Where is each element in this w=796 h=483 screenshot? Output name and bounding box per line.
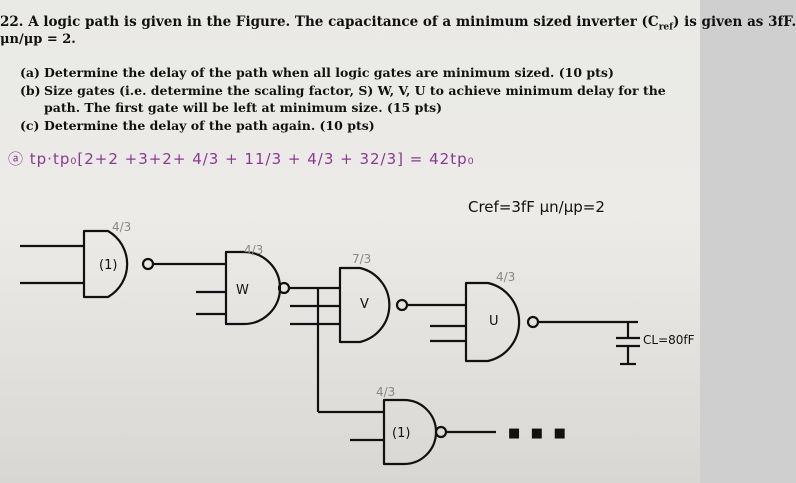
pencil-note-v: 7/3 <box>352 252 372 266</box>
pencil-note-w: 4/3 <box>244 243 264 257</box>
inversion-bubble <box>141 257 155 271</box>
question-number: 22. <box>0 14 24 30</box>
part-b-text: Size gates (i.e. determine the scaling f… <box>44 82 666 116</box>
part-c-text: Determine the delay of the path again. (… <box>44 117 375 133</box>
cref-subscript: ref <box>658 22 674 33</box>
pencil-note-g5: 4/3 <box>376 385 396 399</box>
gate-v-label: V <box>360 297 369 312</box>
part-b: (b) Size gates (i.e. determine the scali… <box>20 82 692 117</box>
part-a: (a) Determine the delay of the path when… <box>20 64 692 82</box>
nand-gate-w <box>224 250 282 326</box>
pencil-note-g1: 4/3 <box>112 220 132 234</box>
gate-u-label: U <box>489 314 499 329</box>
gate-w-label: W <box>236 283 249 298</box>
inversion-bubble <box>395 298 409 312</box>
cref-label: Cref=3fF μn/μp=2 <box>468 198 605 216</box>
mobility-ratio: μn/μp = 2. <box>0 32 76 47</box>
continuation-dots: ■ ■ ■ <box>508 426 569 441</box>
nand-gate-v <box>338 266 391 344</box>
inversion-bubble <box>526 315 540 329</box>
question-parts: (a) Determine the delay of the path when… <box>20 64 692 134</box>
part-a-text: Determine the delay of the path when all… <box>44 65 614 80</box>
load-capacitance-label: CL=80fF <box>643 333 695 347</box>
logic-path-figure <box>20 229 640 466</box>
question-title-end: ) is given as 3fF. <box>673 14 796 30</box>
nand-gate-u <box>464 281 521 363</box>
pencil-note-u: 4/3 <box>496 270 516 284</box>
part-a-tag: (a) <box>20 65 40 80</box>
inversion-bubble <box>434 425 448 439</box>
handwritten-answer: ⓐ tp·tp₀[2+2 +3+2+ 4/3 + 11/3 + 4/3 + 32… <box>8 150 475 168</box>
part-c-tag: (c) <box>20 117 40 133</box>
question-title: 22. A logic path is given in the Figure.… <box>0 14 796 33</box>
question-title-text: A logic path is given in the Figure. The… <box>28 14 659 30</box>
gate-1-label: (1) <box>99 258 118 273</box>
nand-gate-1 <box>82 229 129 299</box>
part-b-tag: (b) <box>20 82 41 98</box>
gate-5-label: (1) <box>392 426 411 441</box>
part-c: (c) Determine the delay of the path agai… <box>20 117 692 135</box>
